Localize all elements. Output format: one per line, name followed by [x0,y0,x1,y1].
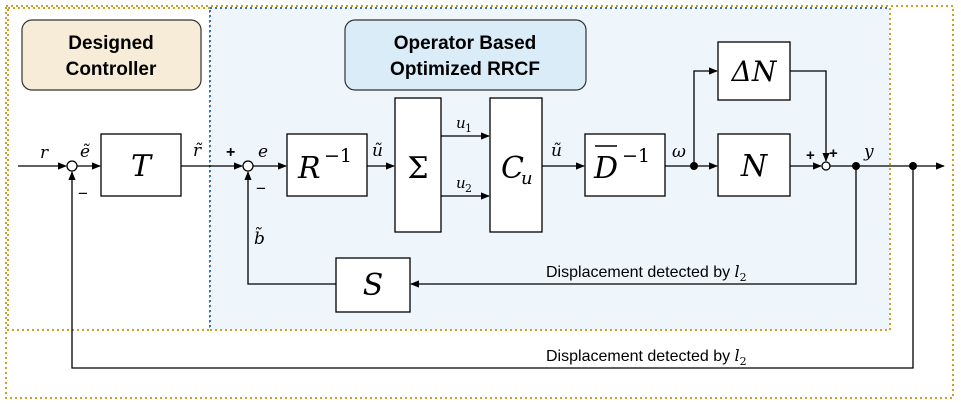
inner-feedback-label: Displacement detected by l2 [546,262,747,284]
label-b-tilde: b̃ [254,227,265,249]
block-Cu [489,97,543,233]
block-Cu-subscript: u [521,168,533,189]
outer-feedback-label: Displacement detected by l2 [546,346,747,368]
rrcf-title-line1: Operator Based [394,33,537,54]
sign-inner-minus: − [256,179,266,198]
label-e: e [258,142,268,162]
block-sigma-label: Σ [407,151,428,186]
block-sigma [394,97,442,233]
label-u1-subscript: 1 [465,122,472,135]
block-T-label: T [131,149,153,184]
inner-feedback-line [410,166,857,288]
summing-junction-outer [66,160,78,172]
block-N-label: N [740,149,769,184]
label-u2-subscript: 2 [465,182,472,195]
controller-title-box [21,19,202,91]
block-S [335,257,411,313]
block-D-label: D [593,151,618,186]
label-omega: ω [672,142,686,162]
label-y: y [863,142,874,162]
rrcf-title-line2: Optimized RRCF [390,59,540,80]
block-S-label: S [363,268,384,303]
label-e-tilde: ẽ [80,142,90,162]
block-T [100,133,182,197]
label-u1: u [456,114,466,132]
label-u-tilde-in: ũ [372,141,383,161]
rrcf-title-box [344,19,587,91]
block-Cu-label: C [501,151,524,186]
signal-omega-branch-line [693,67,718,166]
sign-inner-plus: + [226,144,235,161]
block-R-inverse [286,133,368,197]
label-u-tilde-out: ũ [551,141,562,161]
outer-feedback-line [68,166,914,369]
controller-title-line1: Designed [68,33,154,54]
block-D-exponent: −1 [622,145,650,167]
label-r: r [40,143,49,163]
block-N [717,133,791,197]
controller-title-line2: Controller [66,59,157,80]
designed-controller-region [7,7,211,331]
sign-plant-plus-left: + [806,147,815,164]
sign-plant-plus-right: + [829,145,838,162]
signal-deltaN-output-line [790,70,830,162]
summing-junction-inner [242,160,254,172]
block-D-inverse [584,133,666,197]
block-delta-N-label: ΔN [731,55,778,88]
label-r-tilde: r̃ [193,141,203,161]
block-R-exponent: −1 [324,145,352,167]
inner-feedback-b-line [244,171,336,285]
sign-outer-minus: − [78,184,88,203]
summing-junction-plant [821,161,831,171]
block-R-label: R [297,151,321,186]
label-u2: u [456,174,466,192]
